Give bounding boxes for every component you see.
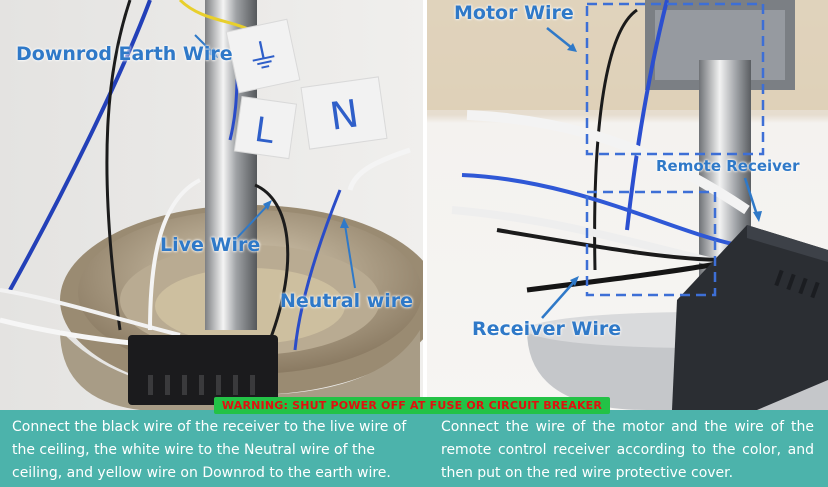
motor-wire-highlight (585, 2, 765, 156)
remote-receiver-label: Remote Receiver (656, 157, 800, 175)
left-wiring-photo: ⏚ L N Dow (0, 0, 423, 410)
neutral-tag: N (300, 76, 388, 150)
earth-tag: ⏚ (225, 18, 301, 94)
left-caption: Connect the black wire of the receiver t… (0, 410, 425, 487)
live-wire-label: Live Wire (160, 234, 261, 256)
svg-text:⏚: ⏚ (242, 34, 284, 80)
panel-divider (423, 0, 427, 410)
warning-banner: WARNING: SHUT POWER OFF AT FUSE OR CIRCU… (214, 397, 610, 414)
right-wiring-photo: Motor Wire Remote Receiver Receiver Wire (427, 0, 828, 410)
neutral-wire-label: Neutral wire (280, 290, 414, 312)
live-tag: L (233, 95, 298, 160)
left-photo-illustration: ⏚ L N (0, 0, 423, 410)
svg-text:N: N (327, 91, 361, 139)
right-photo-illustration (427, 0, 828, 410)
receiver-wire-label: Receiver Wire (472, 318, 622, 340)
receiver-wire-highlight (585, 190, 717, 297)
motor-wire-label: Motor Wire (454, 2, 574, 24)
right-caption: Connect the wire of the motor and the wi… (425, 410, 828, 487)
downrod-earth-wire-label: Downrod Earth Wire (16, 43, 233, 65)
